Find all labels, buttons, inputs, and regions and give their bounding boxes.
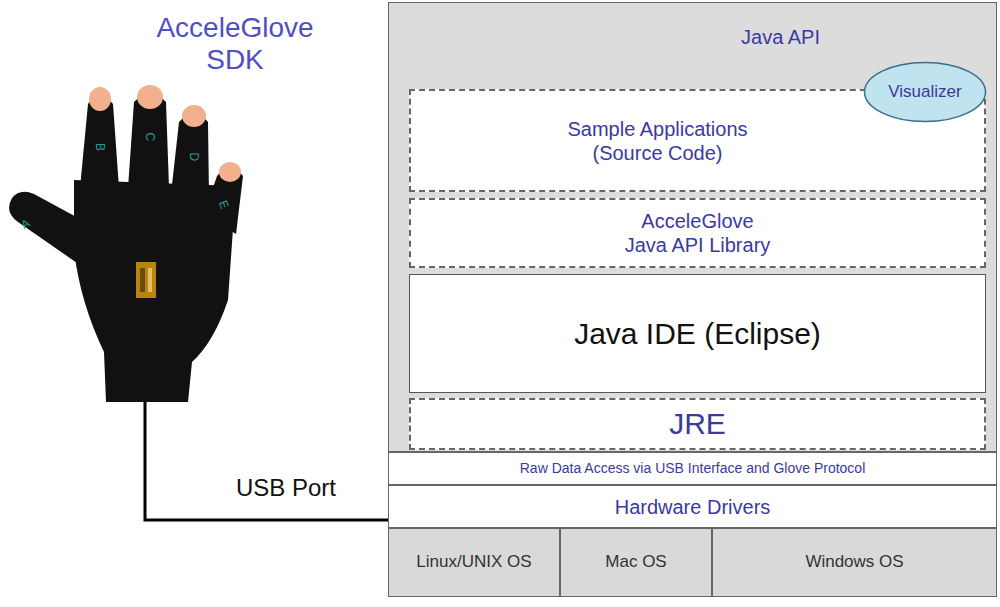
node-text: Sample Applications (Source Code) <box>543 117 773 165</box>
layer-box: JRE <box>409 398 986 450</box>
layer-band: Hardware Drivers <box>388 485 997 528</box>
node-text: Java API <box>741 25 820 49</box>
api-panel: Sample Applications (Source Code) Visuali… <box>388 2 997 452</box>
node-text: JRE <box>669 406 726 442</box>
node-text: Hardware Drivers <box>615 495 771 519</box>
os-box: Windows OS <box>712 528 997 597</box>
layer-box: AcceleGlove Java API Library <box>409 198 986 268</box>
node-text: Raw Data Access via USB Interface and Gl… <box>520 460 866 477</box>
layer-box: Java IDE (Eclipse) <box>409 274 986 393</box>
sdk-title: AcceleGlove SDK <box>140 12 330 76</box>
sensor-letter: D <box>186 153 200 162</box>
sensor-letter: E <box>215 199 231 211</box>
node-text: Windows OS <box>805 552 903 572</box>
sensor-letter: B <box>92 143 106 151</box>
usb-cable <box>145 402 388 520</box>
os-box: Mac OS <box>560 528 712 597</box>
node-text: Linux/UNIX OS <box>416 552 531 572</box>
glove <box>9 85 243 402</box>
layer-band: Raw Data Access via USB Interface and Gl… <box>388 452 997 485</box>
sensor-letter: C <box>142 133 156 142</box>
port-label: USB Port <box>236 474 336 502</box>
node-text: Visualizer <box>888 82 961 102</box>
visualizer-ellipse: Visualizer <box>863 61 987 123</box>
node-text: Java IDE (Eclipse) <box>574 316 821 352</box>
node-text: AcceleGlove Java API Library <box>621 209 774 257</box>
sensor-letter: A <box>19 217 33 233</box>
os-box: Linux/UNIX OS <box>388 528 560 597</box>
ellipse-outline <box>865 63 986 122</box>
node-text: Mac OS <box>605 552 666 572</box>
